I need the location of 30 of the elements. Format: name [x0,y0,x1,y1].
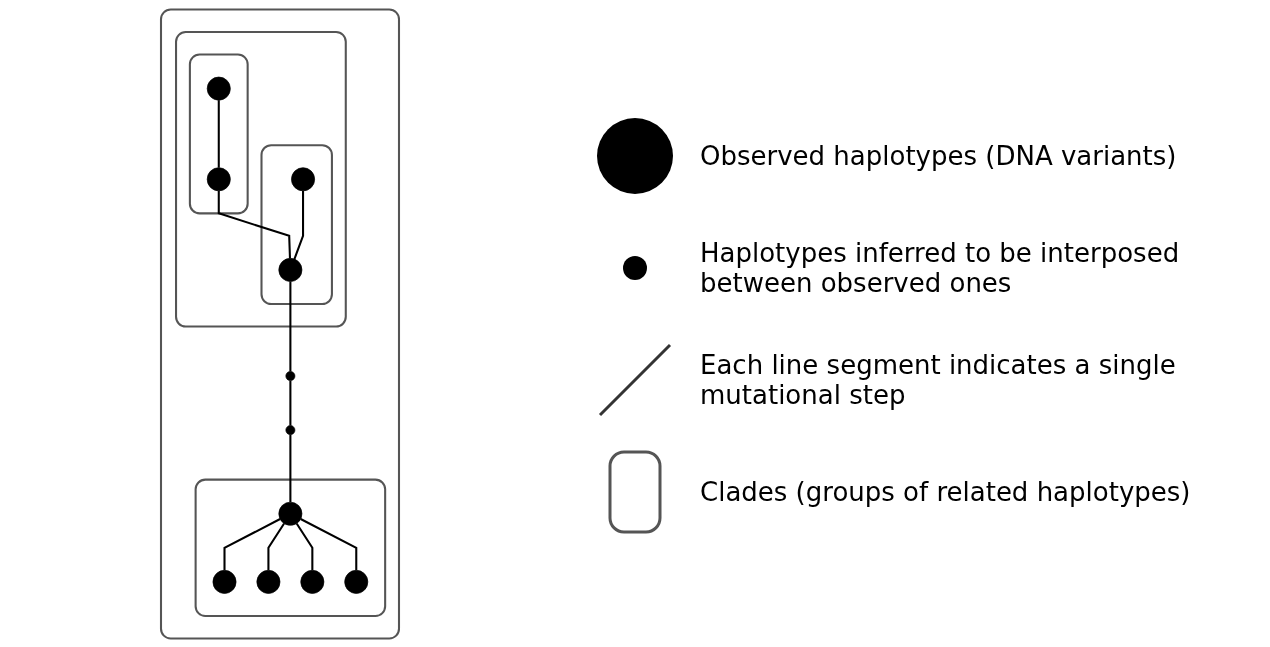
connector [217,99,220,168]
legend-text: Clades (groups of related haplotypes) [700,476,1192,507]
connector [267,522,285,570]
cluster [175,30,347,328]
connector [289,434,292,502]
node-circle [278,257,303,282]
node-circle [344,569,369,594]
legend-text: Each line segment indicates a single mutational step [700,349,1177,410]
node-circle [285,370,296,381]
node-circle [206,166,231,191]
connector [223,517,281,570]
connector [289,380,292,426]
node-circle [212,569,237,594]
cluster [159,8,401,639]
cluster [260,143,333,305]
node-circle [206,76,231,101]
legend-text: Haplotypes inferred to be interposed between observed ones [700,237,1181,298]
connector [295,522,314,570]
node-circle [291,166,315,191]
cluster [194,478,387,617]
node-circle [256,569,281,594]
node-circle [300,569,325,594]
node-circle [278,501,303,526]
legend-text: Observed haplotypes (DNA variants) [700,140,1178,171]
cluster [188,53,249,214]
connector [289,281,292,371]
connector [217,190,291,258]
connector [293,190,305,259]
connector [300,517,358,570]
node-circle [285,424,296,435]
